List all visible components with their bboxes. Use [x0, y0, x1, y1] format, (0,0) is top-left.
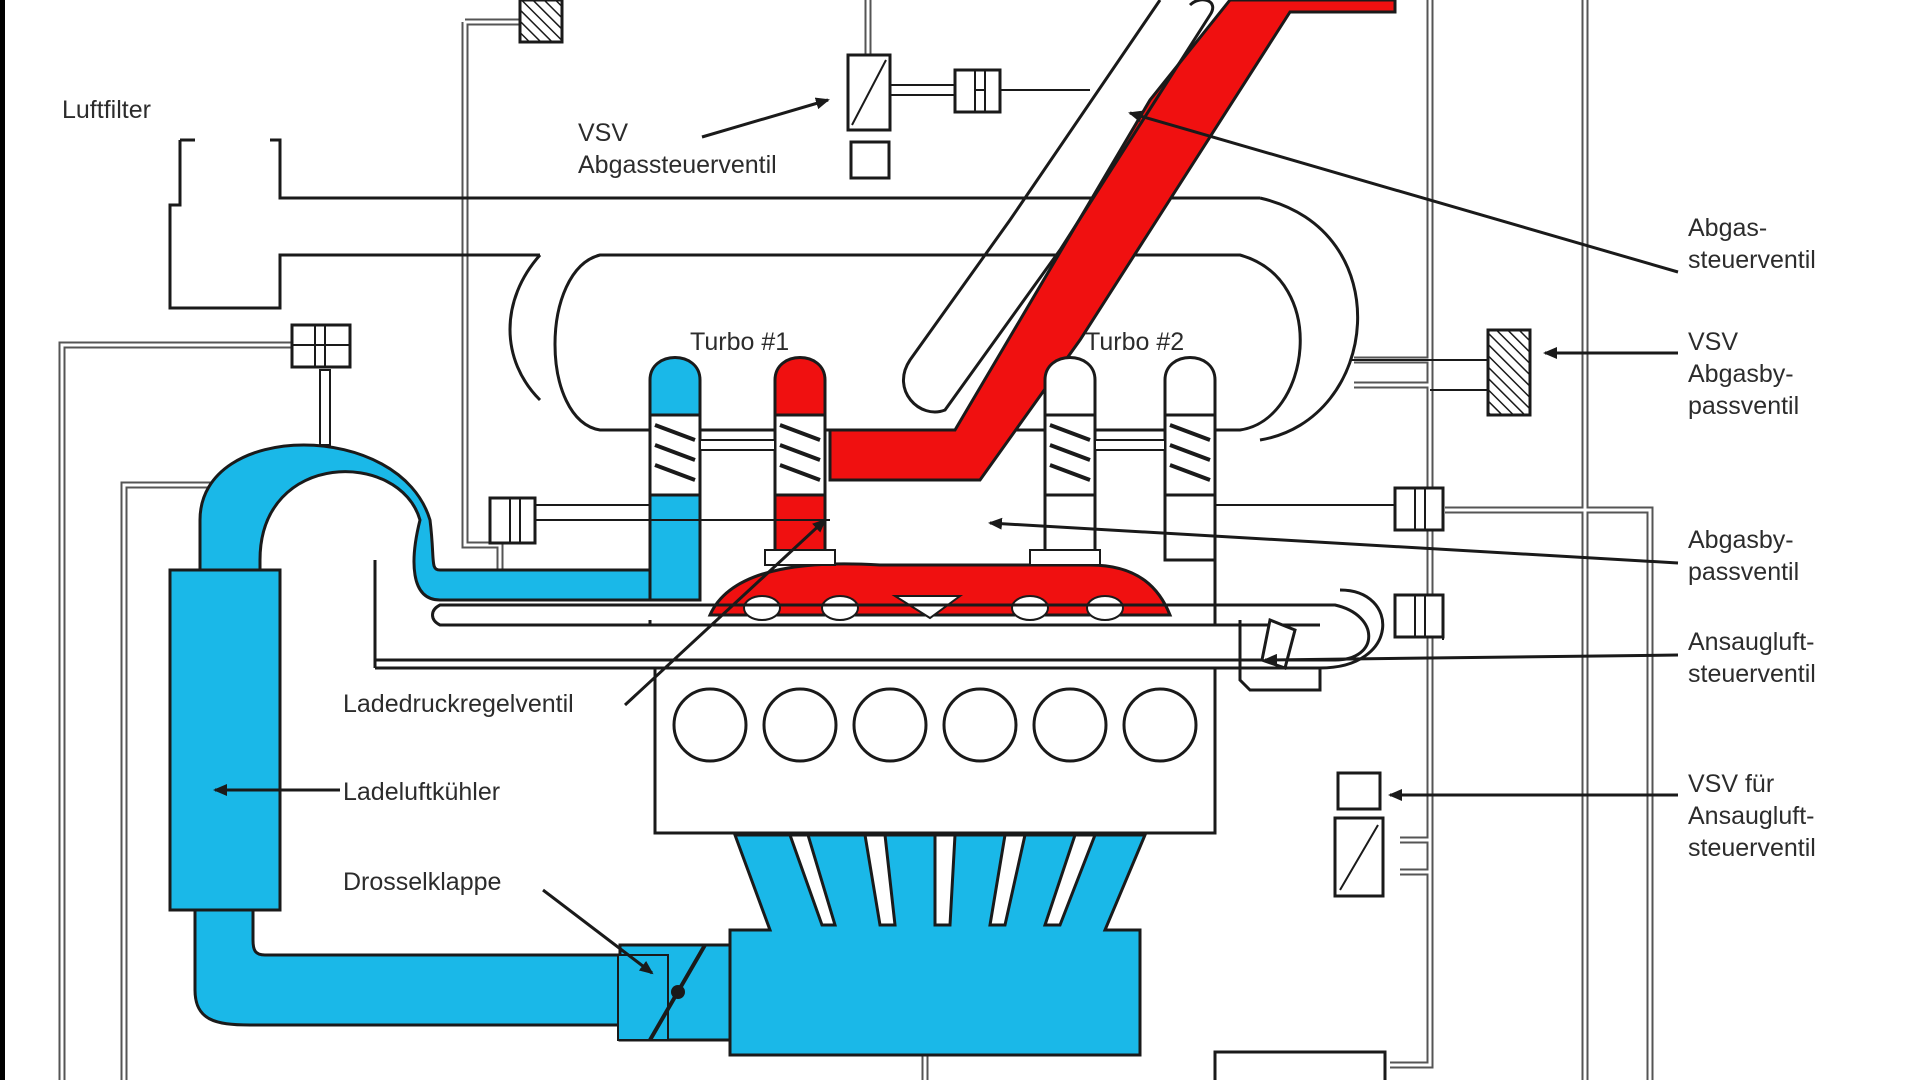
- label-vsv-bypass-1: VSV: [1688, 328, 1738, 356]
- label-ansaug-1: Ansaugluft-: [1688, 628, 1814, 656]
- label-vsv-bypass-2: Abgasby-: [1688, 360, 1794, 388]
- vsv-bypass-valve-icon: [1486, 328, 1532, 417]
- intake-plenum: [728, 833, 1148, 1057]
- label-turbo-2: Turbo #2: [1085, 328, 1184, 356]
- label-vsv-bypass-3: passventil: [1688, 392, 1799, 420]
- check-valves: [290, 68, 1445, 639]
- air-filter-box: [168, 138, 1260, 310]
- turbo-2: [1043, 356, 1217, 562]
- exhaust-pipe: [828, 0, 1397, 482]
- label-vsv-ansaug-1: VSV für: [1688, 770, 1774, 798]
- label-abgassteuer-2: steuerventil: [1688, 246, 1816, 274]
- bypass-pipe: [902, 0, 1214, 414]
- vsv-intake-control-icon: [1333, 771, 1385, 898]
- label-drossel: Drosselklappe: [343, 868, 501, 896]
- intercooler: [168, 568, 282, 912]
- ecu-box: [1213, 1050, 1387, 1080]
- crossover-duct: [375, 603, 1371, 662]
- callout-arrows: [213, 97, 1679, 975]
- cooler-duct: [193, 908, 622, 1027]
- vsv-exhaust-control-icon: [846, 53, 1090, 180]
- label-ansaug-2: steuerventil: [1688, 660, 1816, 688]
- vsv-top-left-icon: [518, 0, 564, 44]
- label-turbo-1: Turbo #1: [690, 328, 789, 356]
- label-ladeluft: Ladeluftkühler: [343, 778, 500, 806]
- labels: Luftfilter VSV Abgassteuerventil Turbo #…: [62, 96, 1816, 896]
- engine-block: [653, 666, 1217, 835]
- label-vsv-abgas-2: Abgassteuerventil: [578, 151, 777, 179]
- label-vsv-ansaug-2: Ansaugluft-: [1688, 802, 1814, 830]
- label-ladedruck: Ladedruckregelventil: [343, 690, 574, 718]
- left-border: [0, 0, 5, 1080]
- label-bypass-2: passventil: [1688, 558, 1799, 586]
- label-vsv-abgas-1: VSV: [578, 119, 628, 147]
- intake-loop-duct: [1259, 196, 1359, 442]
- turbo-1: [648, 356, 827, 602]
- label-bypass-1: Abgasby-: [1688, 526, 1794, 554]
- label-luftfilter: Luftfilter: [62, 96, 151, 124]
- label-abgassteuer-1: Abgas-: [1688, 214, 1767, 242]
- label-vsv-ansaug-3: steuerventil: [1688, 834, 1816, 862]
